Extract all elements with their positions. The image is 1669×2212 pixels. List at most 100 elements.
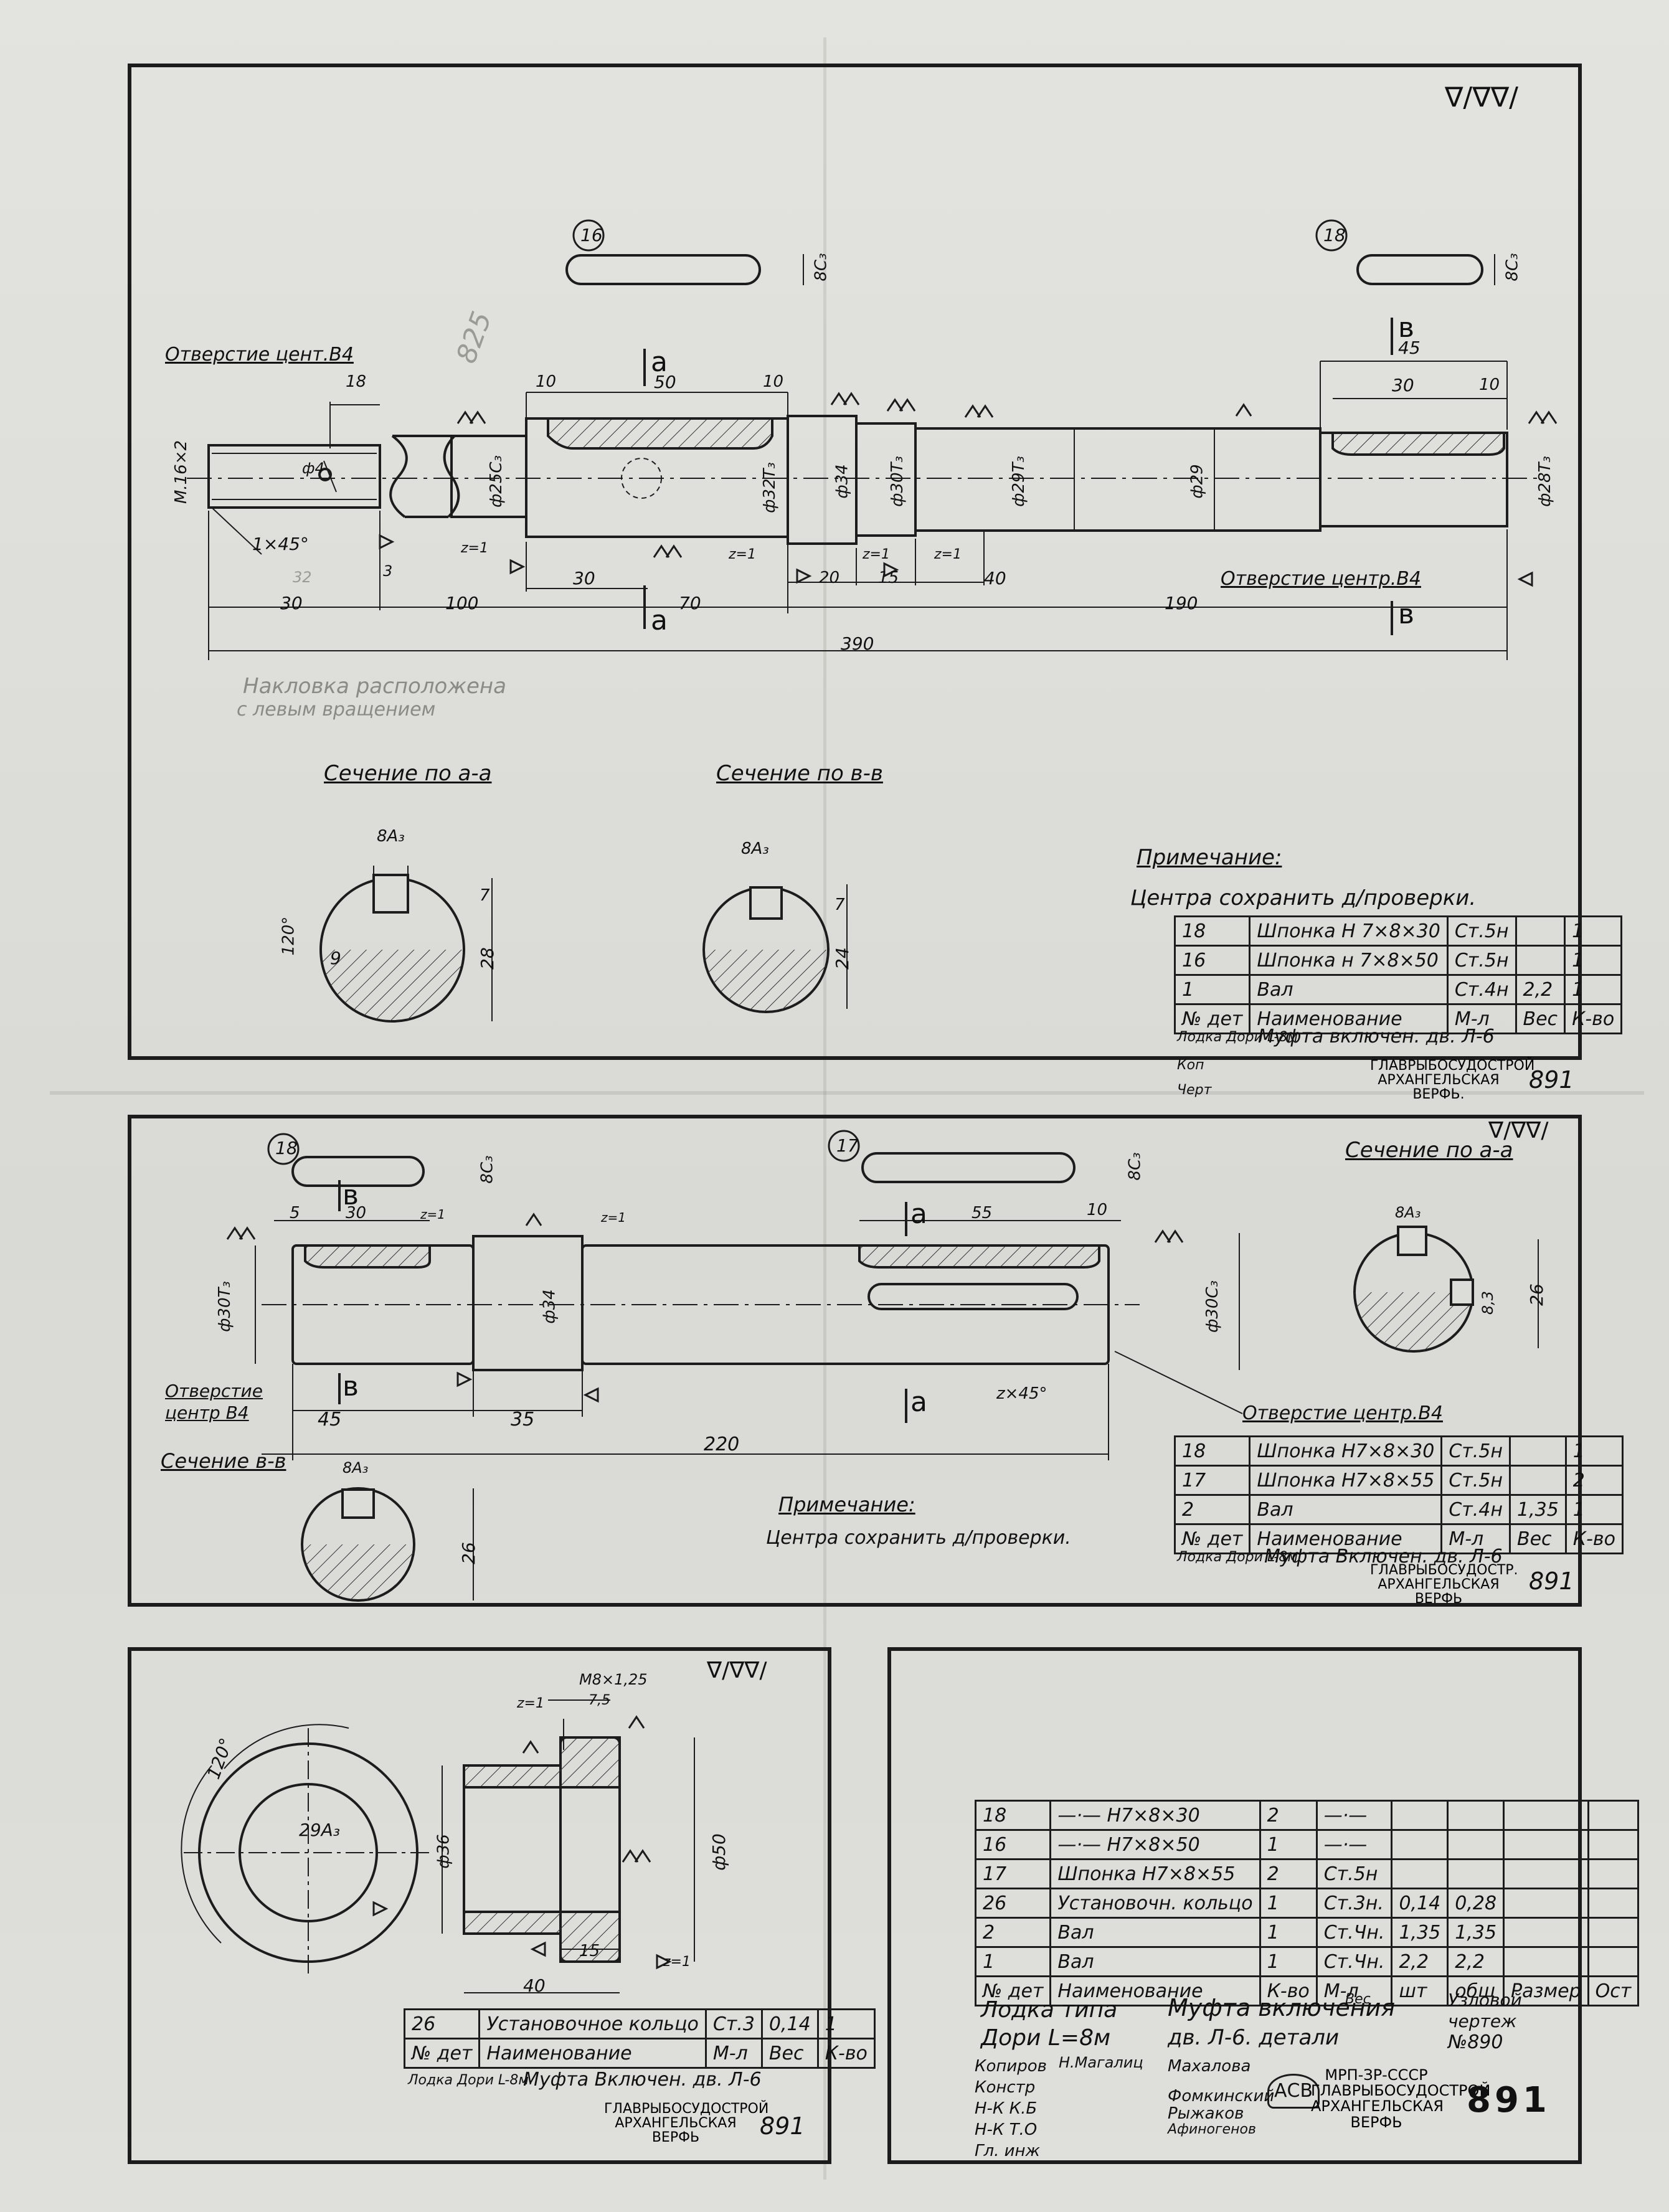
bom-part-name: Муфта включения bbox=[1168, 1994, 1396, 2021]
bom-sheet-number: 891 bbox=[1467, 2080, 1551, 2120]
dim-190: 190 bbox=[1165, 593, 1198, 613]
panel3-title-boat: Лодка Дори L-8м. bbox=[408, 2073, 533, 2088]
name-1: Махалова bbox=[1168, 2057, 1251, 2076]
p2-mark-a-bottom: a bbox=[910, 1386, 927, 1418]
ring-d36: ф36 bbox=[434, 1834, 453, 1869]
p2-key-width-1: 8С₃ bbox=[478, 1155, 497, 1184]
shaft2-collar bbox=[472, 1235, 584, 1371]
dim-50: 50 bbox=[654, 372, 676, 392]
dim-10-b: 10 bbox=[763, 372, 784, 391]
p2-center-right: Отверстие центр.В4 bbox=[1242, 1402, 1443, 1424]
name-2: Фомкинский bbox=[1168, 2087, 1275, 2106]
bom-assembly-3: №890 bbox=[1448, 2031, 1503, 2053]
section-aa-height: 28 bbox=[476, 947, 498, 970]
panel-frame-shaft-1 bbox=[128, 64, 1582, 1060]
bom-logo-icon: АСВ bbox=[1267, 2074, 1320, 2109]
panel1-org: ГЛАВРЫБОСУДОСТРОЙ АРХАНГЕЛЬСКАЯ ВЕРФЬ. bbox=[1370, 1058, 1535, 1103]
keyway-a bbox=[547, 417, 773, 450]
bom-boat-name: Дори L=8м bbox=[981, 2025, 1111, 2051]
p2-dim-30: 30 bbox=[346, 1204, 367, 1222]
p2-section-bb-key: 8А₃ bbox=[343, 1459, 369, 1477]
p2-dim-55: 55 bbox=[972, 1204, 993, 1222]
panel3-org: ГЛАВРЫБОСУДОСТРОЙ АРХАНГЕЛЬСКАЯ ВЕРФЬ bbox=[604, 2101, 769, 2146]
key-18-width-label: 8С₃ bbox=[1503, 253, 1522, 281]
bom-assembly-2: чертеж bbox=[1448, 2011, 1517, 2031]
section-aa-hole: 9 bbox=[330, 948, 341, 968]
diameter-30: ф30Т₃ bbox=[887, 456, 907, 507]
fold-line-vertical bbox=[823, 37, 826, 2180]
p2-diameter-30c: ф30С₃ bbox=[1203, 1280, 1222, 1333]
dim-32: 32 bbox=[293, 569, 312, 586]
dim-10-c: 10 bbox=[1479, 376, 1500, 394]
p2-section-aa-depth: 8,3 bbox=[1479, 1290, 1497, 1315]
ring-side-hub bbox=[463, 1764, 562, 1935]
bom-boat-type: Лодка типа bbox=[981, 1997, 1118, 2023]
dim-40: 40 bbox=[984, 568, 1006, 588]
section-bb-keyway bbox=[749, 886, 783, 920]
ring-dim-15: 15 bbox=[579, 1942, 600, 1960]
section-mark-a-top: a bbox=[651, 346, 668, 378]
ring-bore: 29А₃ bbox=[299, 1820, 341, 1840]
section-aa-depth: 7 bbox=[480, 886, 490, 905]
panel1-row-chert: Черт bbox=[1177, 1082, 1212, 1098]
panel1-title-boat: Лодка Дори L-8м bbox=[1177, 1029, 1298, 1045]
dim-70: 70 bbox=[679, 593, 701, 613]
ring-dim-40: 40 bbox=[523, 1975, 546, 1996]
center-hole-right-label: Отверстие центр.В4 bbox=[1221, 568, 1421, 590]
fold-line-horizontal bbox=[50, 1091, 1644, 1095]
name-4: Афиногенов bbox=[1168, 2122, 1256, 2137]
diameter-29t: ф29Т₃ bbox=[1009, 456, 1028, 507]
callout-18: 18 bbox=[1323, 225, 1346, 245]
dim-z1-d: z=1 bbox=[934, 547, 962, 562]
panel-frame-shaft-2 bbox=[128, 1115, 1582, 1607]
shaft1-seg-29 bbox=[914, 427, 1321, 532]
panel-frame-ring bbox=[128, 1647, 831, 2164]
name-3: Рыжаков bbox=[1168, 2104, 1244, 2123]
section-mark-b-top: в bbox=[1398, 312, 1414, 344]
shaft1-break-1 bbox=[389, 435, 408, 518]
callout-16-circle bbox=[572, 219, 605, 252]
thread-label: М.16×2 bbox=[172, 440, 191, 504]
p2-dim-10: 10 bbox=[1087, 1201, 1108, 1219]
ring-dim-75: 7,5 bbox=[589, 1693, 610, 1708]
p2-dim-45: 45 bbox=[318, 1409, 342, 1430]
diameter-29: ф29 bbox=[1188, 464, 1207, 499]
dim-15: 15 bbox=[878, 569, 899, 587]
diameter-25: ф25С₃ bbox=[486, 455, 506, 508]
roughness-mark-top: ∇/∇∇/ bbox=[1445, 82, 1518, 113]
role-nk-to: Н-К Т.О bbox=[975, 2120, 1038, 2139]
ring-z1-b: z=1 bbox=[663, 1954, 691, 1970]
dim-z1-c: z=1 bbox=[863, 547, 890, 562]
bom-part-name-2: дв. Л-6. детали bbox=[1168, 2025, 1340, 2050]
ring-side-hatch-top bbox=[463, 1736, 621, 1789]
shaft2-keyway-right bbox=[858, 1244, 1100, 1269]
role-gl-inzh: Гл. инж bbox=[975, 2142, 1040, 2160]
p2-key-width-2: 8С₃ bbox=[1125, 1152, 1145, 1181]
shaft1-thread-end bbox=[207, 444, 381, 509]
p2-dim-z1-a: z=1 bbox=[420, 1207, 445, 1222]
p2-diameter-34: ф34 bbox=[540, 1289, 559, 1324]
diameter-34: ф34 bbox=[833, 464, 852, 499]
panel3-title-name: Муфта Включен. дв. Л-6 bbox=[523, 2069, 762, 2091]
dim-30-c: 30 bbox=[573, 568, 595, 588]
callout-17-circle bbox=[828, 1130, 860, 1162]
p2-note-text: Центра сохранить д/проверки. bbox=[766, 1527, 1071, 1549]
p2-section-aa-height: 26 bbox=[1526, 1283, 1547, 1306]
section-mark-b-bottom: в bbox=[1398, 598, 1414, 630]
dim-390: 390 bbox=[841, 633, 874, 654]
p2-mark-b-bottom: в bbox=[343, 1371, 359, 1402]
dim-3: 3 bbox=[383, 562, 393, 580]
dim-18: 18 bbox=[346, 372, 367, 391]
p2-callout-17: 17 bbox=[836, 1135, 859, 1156]
center-hole-left-label: Отверстие цент.В4 bbox=[165, 344, 354, 366]
dim-45: 45 bbox=[1398, 338, 1421, 358]
section-aa-angle: 120° bbox=[279, 916, 298, 956]
section-mark-a-bottom: a bbox=[651, 605, 668, 636]
